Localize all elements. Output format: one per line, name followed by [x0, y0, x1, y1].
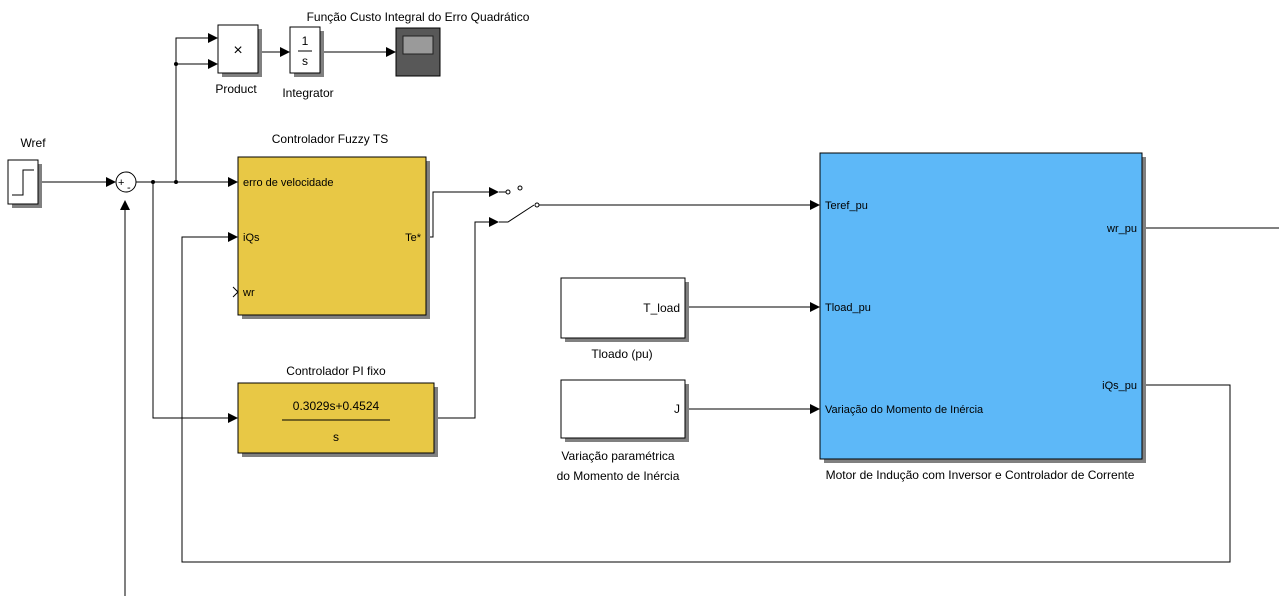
arrowhead — [810, 404, 820, 414]
arrowhead — [489, 187, 499, 197]
fuzzy-input-wr: wr — [242, 287, 255, 299]
fuzzy-controller-title: Controlador Fuzzy TS — [272, 132, 389, 146]
pi-controller-title: Controlador PI fixo — [286, 364, 386, 378]
wire-iqs-feedback[interactable] — [181, 236, 1231, 563]
fuzzy-wr-port-marker — [232, 286, 239, 298]
wire-error-to-pi[interactable] — [152, 182, 228, 419]
tload-label: Tloado (pu) — [591, 347, 652, 361]
wire-pi-to-switch[interactable] — [434, 221, 489, 419]
motor-output-iqs: iQs_pu — [1102, 380, 1137, 392]
integrator-block[interactable]: 1 s — [289, 26, 324, 77]
induction-motor-block[interactable]: Teref_pu Tload_pu Variação do Momento de… — [819, 152, 1146, 463]
inertia-port: J — [674, 402, 680, 416]
tload-port: T_load — [643, 301, 680, 315]
motor-input-teref: Teref_pu — [825, 200, 868, 212]
inertia-label-line1: Variação paramétrica — [561, 449, 674, 463]
fuzzy-input-iqs: iQs — [243, 232, 260, 244]
integrator-denominator: s — [302, 54, 308, 68]
wire-error-to-product[interactable] — [175, 37, 208, 182]
arrowhead — [208, 33, 218, 43]
arrowhead — [810, 200, 820, 210]
product-block[interactable]: × — [217, 24, 262, 77]
scope-icon[interactable] — [395, 27, 441, 77]
integrator-numerator: 1 — [302, 34, 309, 48]
wref-label: Wref — [20, 136, 46, 150]
cost-function-title: Função Custo Integral do Erro Quadrático — [307, 10, 530, 24]
arrowhead — [208, 59, 218, 69]
wref-step-block[interactable] — [7, 159, 42, 208]
arrowhead — [106, 177, 116, 187]
arrowhead — [386, 47, 396, 57]
fuzzy-controller-block[interactable]: erro de velocidade iQs wr Te* — [232, 156, 430, 319]
arrowhead — [489, 217, 499, 227]
arrowhead — [280, 47, 290, 57]
tload-block[interactable]: T_load — [560, 277, 689, 342]
signal-wires — [40, 33, 1279, 596]
motor-label: Motor de Indução com Inversor e Controla… — [826, 468, 1135, 482]
inertia-variation-block[interactable]: J — [560, 379, 689, 442]
pi-controller-block[interactable]: 0.3029s+0.4524 s — [237, 382, 438, 457]
sum-block[interactable]: + - — [115, 171, 137, 194]
sum-plus-sign: + — [118, 177, 124, 189]
wire-fuzzy-to-switch[interactable] — [426, 191, 489, 238]
motor-input-tload: Tload_pu — [825, 302, 871, 314]
product-symbol: × — [233, 42, 242, 59]
integrator-label: Integrator — [282, 86, 333, 100]
fuzzy-input-erro: erro de velocidade — [243, 177, 334, 189]
arrowhead — [228, 232, 238, 242]
pi-numerator: 0.3029s+0.4524 — [293, 399, 380, 413]
arrowhead — [810, 302, 820, 312]
manual-switch[interactable] — [499, 185, 540, 223]
arrowhead — [120, 200, 130, 210]
pi-denominator: s — [333, 430, 339, 444]
motor-input-inertia: Variação do Momento de Inércia — [825, 404, 984, 416]
inertia-label-line2: do Momento de Inércia — [557, 469, 680, 483]
sum-minus-sign: - — [127, 182, 131, 194]
motor-output-wr: wr_pu — [1106, 223, 1137, 235]
arrowhead — [228, 177, 238, 187]
arrowhead — [228, 413, 238, 423]
branch-point — [174, 62, 178, 66]
product-label: Product — [215, 82, 257, 96]
fuzzy-output-te: Te* — [405, 232, 422, 244]
